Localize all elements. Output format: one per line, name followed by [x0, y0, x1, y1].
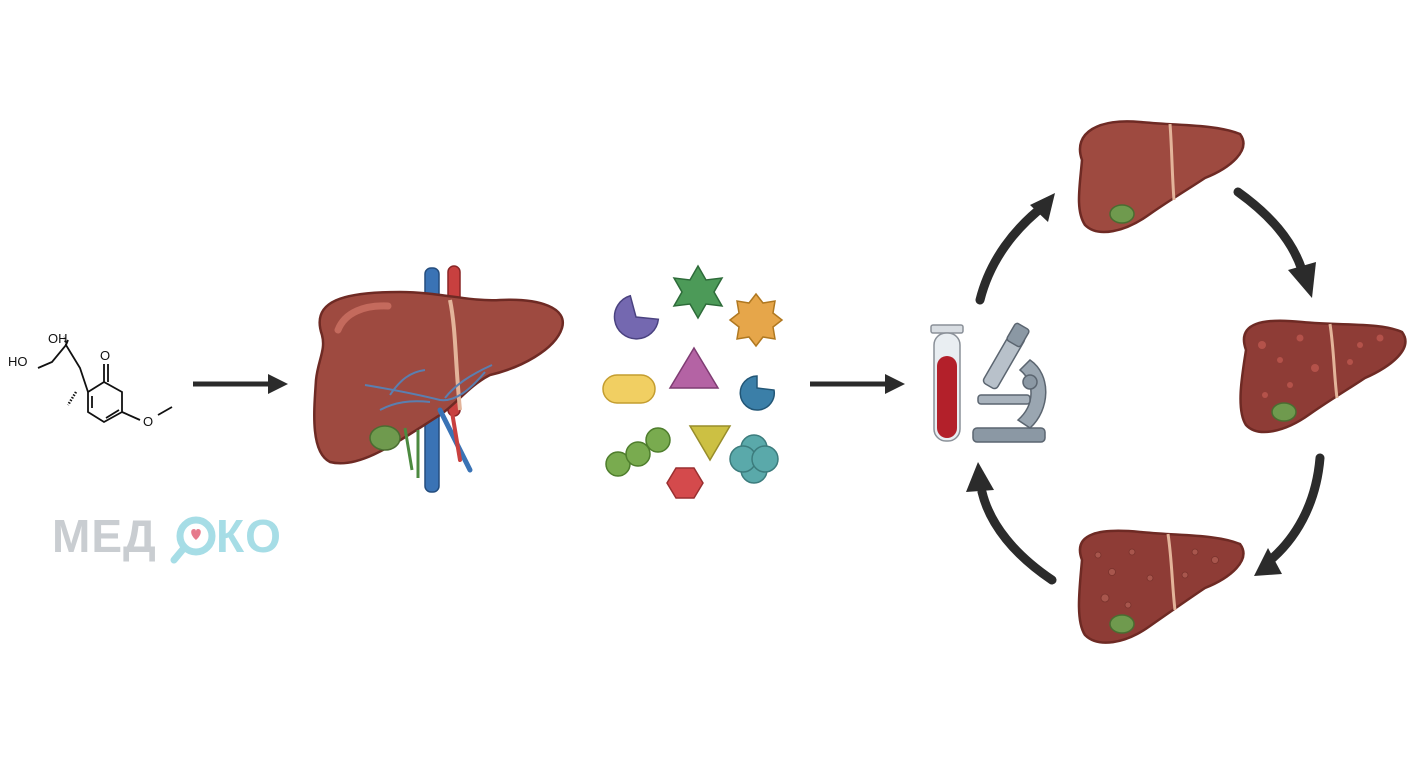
- chemical-structure: [37, 335, 173, 424]
- blue-pacman-shape: [739, 375, 776, 411]
- red-hexagon-shape: [666, 467, 704, 499]
- ketone-oxygen-label: O: [100, 348, 110, 363]
- healthy-liver-stage: [1077, 120, 1245, 234]
- orange-octagram-shape: [728, 292, 784, 348]
- logo-text-part1: МЕД: [52, 510, 157, 562]
- blood-test-tube-icon: [930, 324, 964, 442]
- healthy-liver: [313, 290, 565, 465]
- green-star-shape: [672, 264, 724, 320]
- liver-lesion-spots: [1258, 334, 1384, 398]
- hydroxyl-label-2: HO: [8, 354, 28, 369]
- liver-progression-cycle: [966, 120, 1407, 644]
- cycle-arrow-down-right: [1233, 187, 1307, 275]
- intrahepatic-vessels: [364, 364, 493, 411]
- bile-duct: [403, 427, 420, 478]
- green-chain-shape: [605, 427, 671, 477]
- cirrhotic-liver-stage: [1077, 529, 1245, 644]
- cirrhosis-nodules: [1094, 548, 1219, 609]
- cycle-arrow-down-left: [1263, 453, 1325, 567]
- purple-pacman-shape: [613, 294, 660, 340]
- microscope-icon: [972, 322, 1047, 443]
- liver-anatomy-illustration: [313, 265, 565, 493]
- logo-magnifier-icon: [170, 516, 216, 564]
- magenta-triangle-shape: [668, 346, 720, 389]
- logo-text-part2: КО: [216, 510, 282, 562]
- medoko-logo: МЕД КО: [52, 510, 282, 564]
- yellow-triangle-shape: [688, 425, 732, 462]
- teal-quatrefoil-shape: [729, 434, 779, 484]
- cycle-arrow-up: [975, 200, 1050, 305]
- methoxy-oxygen-label: O: [143, 414, 153, 429]
- metabolite-shapes-cluster: [602, 264, 784, 499]
- yellow-capsule-shape: [602, 374, 656, 404]
- gallbladder: [369, 425, 401, 451]
- cycle-arrow-up-left: [977, 487, 1057, 585]
- hydroxyl-label-1: OH: [48, 331, 68, 346]
